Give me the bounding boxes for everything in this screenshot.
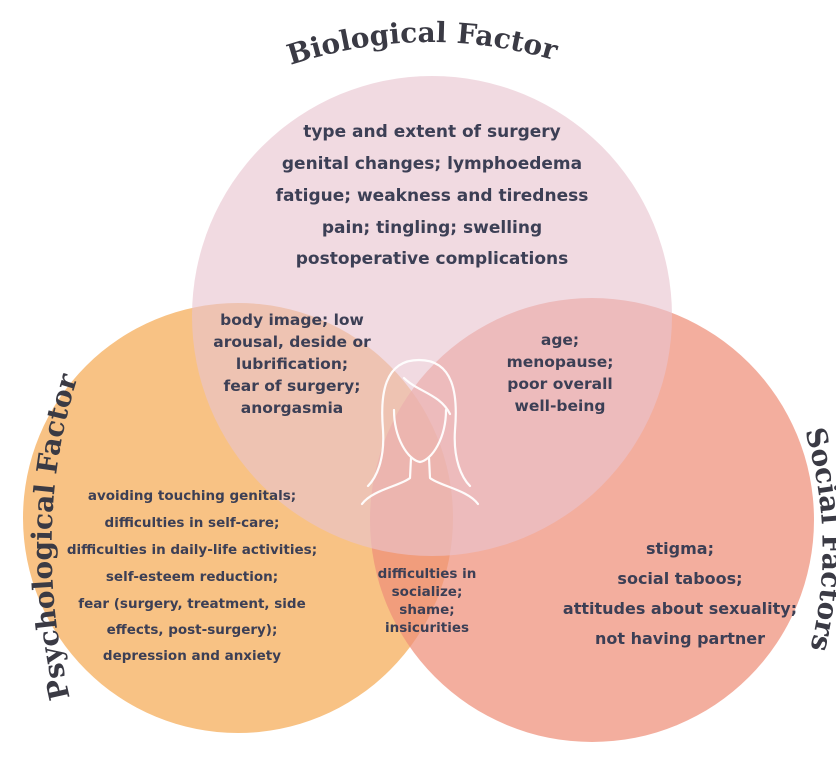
overlap-item: anorgasmia [241,399,344,417]
psychological-item: difficulties in self-care; [105,515,280,531]
overlap-item: arousal, deside or [213,333,371,351]
biological-item: postoperative complications [296,249,569,269]
overlap-item: shame; [399,602,454,618]
psychological-item: difficulties in daily-life activities; [67,542,317,558]
social-item: not having partner [595,629,765,648]
biological-item: pain; tingling; swelling [322,218,542,238]
overlap-item: well-being [515,397,606,415]
social-item: attitudes about sexuality; [563,599,797,618]
biological-item: type and extent of surgery [303,122,561,142]
psychological-item: fear (surgery, treatment, side [78,596,305,612]
psychological-item: effects, post-surgery); [107,622,278,638]
overlap-item: age; [541,331,579,349]
biological-item: genital changes; lymphoedema [282,154,582,174]
overlap-item: difficulties in [378,566,477,582]
overlap-item: poor overall [507,375,612,393]
psychological-item: avoiding touching genitals; [88,488,296,504]
overlap-item: insicurities [385,620,469,636]
overlap-item: lubrification; [236,355,348,373]
overlap-item: socialize; [392,584,463,600]
social-item: social taboos; [617,569,742,588]
social-item: stigma; [646,539,714,558]
overlap-item: fear of surgery; [223,377,360,395]
psychological-item: self-esteem reduction; [106,569,278,585]
biological-item: fatigue; weakness and tiredness [276,186,589,206]
psychological-item: depression and anxiety [103,648,281,664]
overlap-item: body image; low [220,311,364,329]
overlap-item: menopause; [507,353,614,371]
biological-factors-label: Biological Factors [0,0,563,72]
